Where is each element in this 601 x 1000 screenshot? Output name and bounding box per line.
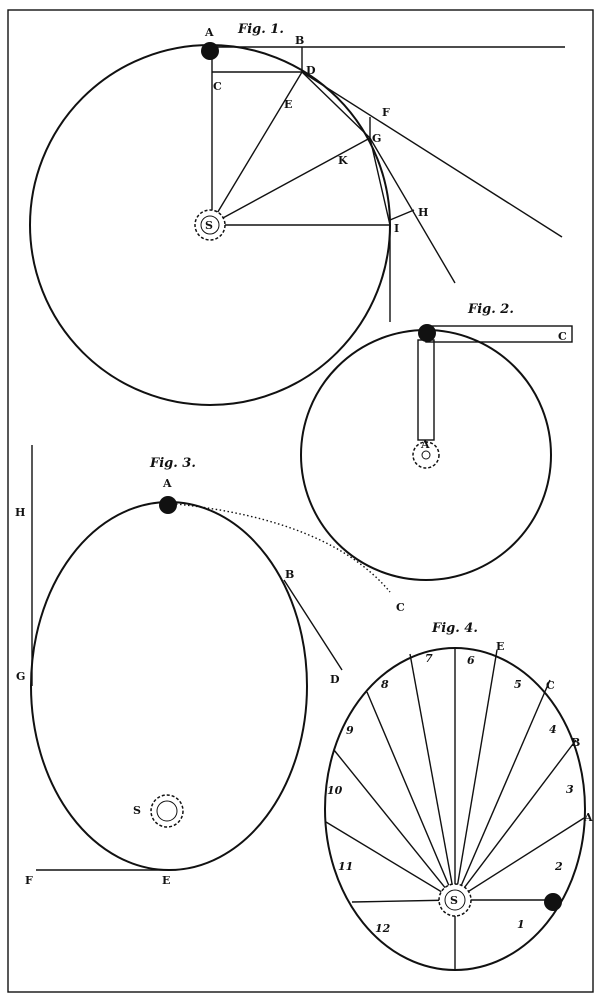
fig1-planet: [201, 42, 219, 60]
fig3-label-g: G: [16, 670, 25, 683]
fig4-planet: [544, 893, 562, 911]
fig1-line-ih: [389, 209, 415, 221]
fig2-title: Fig. 2.: [467, 302, 514, 317]
fig1-label-c: C: [213, 80, 222, 93]
fig3-label-s: S: [133, 804, 141, 817]
fig2-planet: [418, 324, 436, 342]
fig4-sector-8: 8: [381, 678, 389, 691]
fig3-label-b: B: [285, 568, 294, 581]
fig4-label-b: B: [571, 736, 580, 749]
fig4-sector-10: 10: [327, 784, 343, 797]
fig1-label-b: B: [295, 34, 304, 47]
plate-border: [7, 9, 594, 993]
fig4-sector-7: 7: [425, 652, 433, 665]
fig4-sector-1: 1: [517, 918, 525, 931]
fig4-label-c: C: [546, 679, 555, 692]
fig4-sector-lines: [325, 648, 585, 970]
fig4-sector-3: 3: [566, 783, 574, 796]
fig1-label-i: I: [394, 222, 399, 235]
fig1-label-s: S: [205, 219, 213, 232]
fig3-line-bd: [283, 579, 343, 671]
fig2-rod-vertical: [417, 339, 435, 441]
fig1-label-h: H: [418, 206, 428, 219]
fig1-title: Fig. 1.: [237, 22, 284, 37]
figure-3: Fig. 3. A B C D E F G H S: [15, 445, 405, 887]
fig4-sector-5: 5: [514, 678, 522, 691]
fig2-label-a: A: [420, 438, 430, 451]
fig1-label-k: K: [338, 154, 348, 167]
fig4-label-e: E: [496, 640, 504, 653]
fig3-label-h: H: [15, 506, 25, 519]
fig3-dotted-path-ac: [175, 503, 391, 593]
fig4-title: Fig. 4.: [431, 621, 478, 636]
fig3-label-f: F: [25, 874, 33, 887]
fig4-sector-4: 4: [549, 723, 557, 736]
fig3-label-a: A: [162, 477, 172, 490]
fig4-sector-12: 12: [375, 922, 391, 935]
fig1-chord-dg: [301, 71, 371, 139]
fig1-label-e: E: [284, 98, 292, 111]
fig2-label-c: C: [558, 330, 567, 343]
fig1-label-f: F: [382, 106, 390, 119]
fig3-title: Fig. 3.: [149, 456, 196, 471]
fig1-label-g: G: [372, 132, 381, 145]
fig4-sun-core: [444, 889, 466, 911]
fig4-label-a: A: [583, 811, 593, 824]
figure-4: Fig. 4. A B C E S 1 2 3 4 5 6 7 8 9 10 1…: [324, 621, 593, 971]
fig1-label-d: D: [306, 64, 316, 77]
fig1-sun-core: [200, 215, 220, 235]
fig1-radius-sg: [209, 137, 371, 226]
figure-1: Fig. 1. A B C D E F G H I K S: [29, 22, 565, 406]
fig4-label-s: S: [450, 894, 458, 907]
fig4-sector-9: 9: [346, 724, 354, 737]
fig4-sector-6: 6: [467, 654, 475, 667]
fig2-rod-horizontal: [425, 325, 573, 343]
fig1-label-a: A: [204, 26, 214, 39]
figure-2: Fig. 2. C A: [300, 302, 573, 581]
fig1-chord-gi: [369, 137, 391, 226]
fig3-sun-core: [156, 800, 178, 822]
fig4-sector-11: 11: [338, 860, 353, 873]
fig2-sun-core: [421, 450, 431, 460]
fig3-label-e: E: [162, 874, 170, 887]
fig4-sector-2: 2: [554, 860, 563, 873]
fig3-label-c: C: [396, 601, 405, 614]
fig3-label-d: D: [330, 673, 340, 686]
fig1-radius-sd: [209, 71, 303, 226]
fig3-planet: [159, 496, 177, 514]
fig1-line-df: [301, 71, 563, 238]
